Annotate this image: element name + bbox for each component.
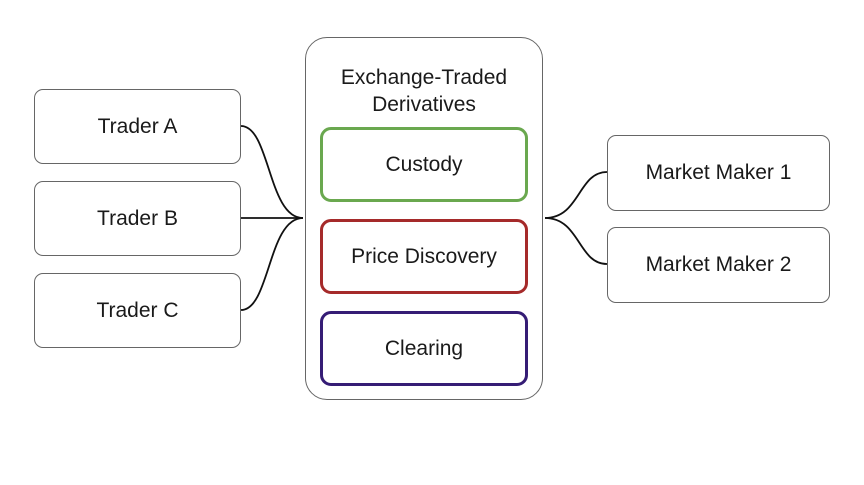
custody-label: Custody	[385, 152, 463, 176]
market-maker-1-label: Market Maker 1	[645, 161, 792, 184]
market-maker-2-label: Market Maker 2	[645, 253, 792, 276]
exchange-title: Exchange-Traded Derivatives	[306, 64, 542, 118]
price-discovery-box: Price Discovery	[320, 219, 528, 294]
trader-b-label: Trader B	[97, 206, 178, 230]
connector-trader-c	[240, 217, 304, 311]
custody-box: Custody	[320, 127, 528, 202]
clearing-box: Clearing	[320, 311, 528, 386]
clearing-label: Clearing	[384, 336, 464, 360]
trader-a-label: Trader A	[97, 114, 178, 138]
exchange-container: Exchange-Traded Derivatives Custody Pric…	[305, 37, 543, 400]
trader-a-node: Trader A	[34, 89, 241, 164]
price-discovery-label: Price Discovery	[351, 244, 497, 268]
trader-c-node: Trader C	[34, 273, 241, 348]
market-maker-2-node: Market Maker 2	[607, 227, 830, 303]
exchange-title-line-2: Derivatives	[372, 93, 476, 116]
connector-market-maker-1	[544, 171, 608, 219]
connector-market-maker-2	[544, 217, 608, 265]
trader-b-node: Trader B	[34, 181, 241, 256]
trader-c-label: Trader C	[96, 298, 179, 322]
market-maker-1-node: Market Maker 1	[607, 135, 830, 211]
exchange-title-line-1: Exchange-Traded	[340, 66, 508, 89]
connector-trader-a	[240, 125, 304, 219]
